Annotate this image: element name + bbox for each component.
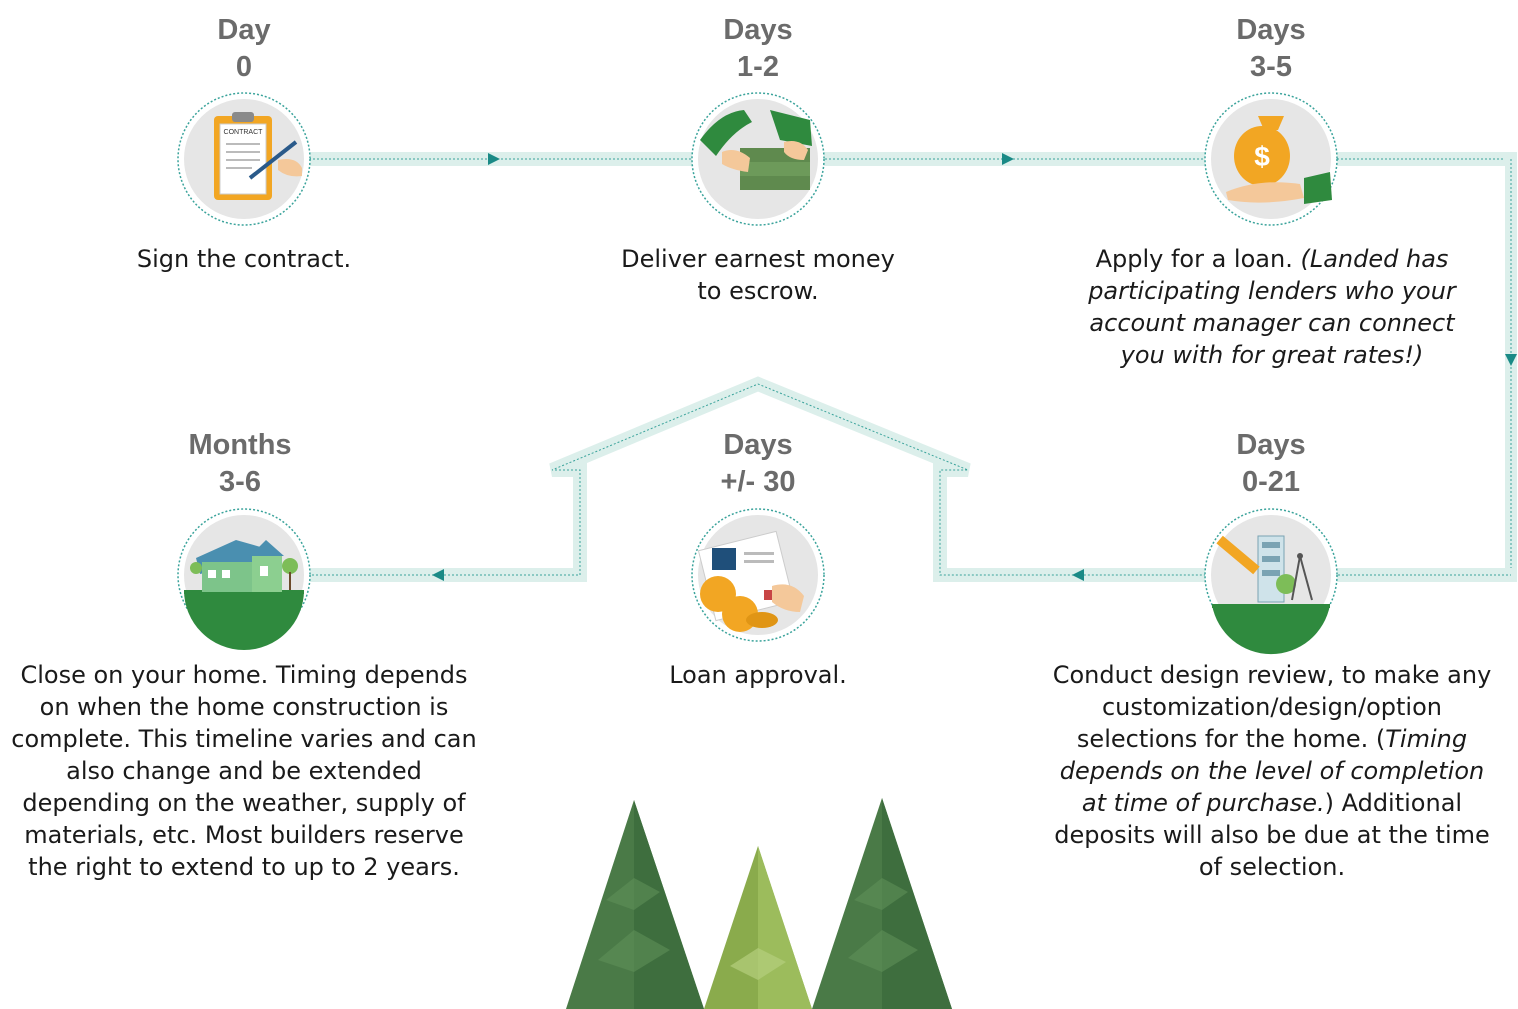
- arrow-right-2: [1002, 153, 1014, 165]
- step-sign-title: Day 0: [124, 12, 364, 86]
- money-bag-icon: $: [1226, 116, 1332, 204]
- trees-illustration: [566, 798, 952, 1009]
- step-loan-approval-description: Loan approval.: [669, 661, 847, 689]
- step-loan-apply-value: 3-5: [1250, 51, 1292, 83]
- step-loan-approval-value: +/- 30: [720, 466, 796, 498]
- house-icon: [184, 540, 304, 650]
- step-design-text: Conduct design review, to make any custo…: [1052, 661, 1492, 753]
- step-earnest-description: Deliver earnest money to escrow.: [578, 243, 938, 307]
- step-loan-apply-period: Days: [1236, 14, 1306, 46]
- step-design-note: Timing depends on the level of completio…: [1059, 725, 1485, 817]
- step-loan-approval-title: Days +/- 30: [638, 427, 878, 501]
- arrow-left-1: [1072, 569, 1084, 581]
- step-design-text-after: ) Additional deposits will also be due a…: [1054, 789, 1490, 881]
- svg-text:$: $: [1254, 141, 1270, 172]
- loan-document-icon: [697, 530, 804, 632]
- step-loan-approval-period: Days: [723, 429, 793, 461]
- step-earnest-line-1: Deliver earnest money: [621, 245, 895, 273]
- step-earnest-line-2: to escrow.: [697, 277, 819, 305]
- arrow-right-1: [488, 153, 500, 165]
- step-loan-apply-description: Apply for a loan. (Landed has participat…: [1066, 243, 1478, 371]
- step-sign-period: Day: [217, 14, 271, 46]
- step-earnest-value: 1-2: [737, 51, 779, 83]
- design-tools-icon: [1212, 535, 1330, 655]
- step-close-title: Months 3-6: [120, 427, 360, 501]
- step-design-description: Conduct design review, to make any custo…: [1050, 659, 1494, 883]
- contract-icon: CONTRACT: [214, 112, 302, 200]
- step-design-title: Days 0-21: [1151, 427, 1391, 501]
- step-loan-apply-note: (Landed has participating lenders who yo…: [1088, 245, 1456, 369]
- step-loan-apply-title: Days 3-5: [1151, 12, 1391, 86]
- step-earnest-period: Days: [723, 14, 793, 46]
- step-sign-description: Sign the contract.: [136, 245, 352, 273]
- step-loan-apply-text: Apply for a loan.: [1095, 245, 1301, 273]
- contract-icon-label: CONTRACT: [224, 129, 264, 136]
- arrow-down: [1505, 354, 1517, 366]
- bottom-right-track: [1330, 568, 1517, 582]
- step-close-description: Close on your home. Timing depends on wh…: [11, 661, 477, 881]
- step-design-period: Days: [1236, 429, 1306, 461]
- step-close-value: 3-6: [219, 466, 261, 498]
- step-close-period: Months: [188, 429, 292, 461]
- money-handoff-icon: [700, 110, 812, 190]
- arrow-left-2: [432, 569, 444, 581]
- step-earnest-title: Days 1-2: [638, 12, 878, 86]
- house-track: [300, 376, 1215, 582]
- step-design-value: 0-21: [1241, 466, 1301, 498]
- step-sign-value: 0: [235, 51, 253, 83]
